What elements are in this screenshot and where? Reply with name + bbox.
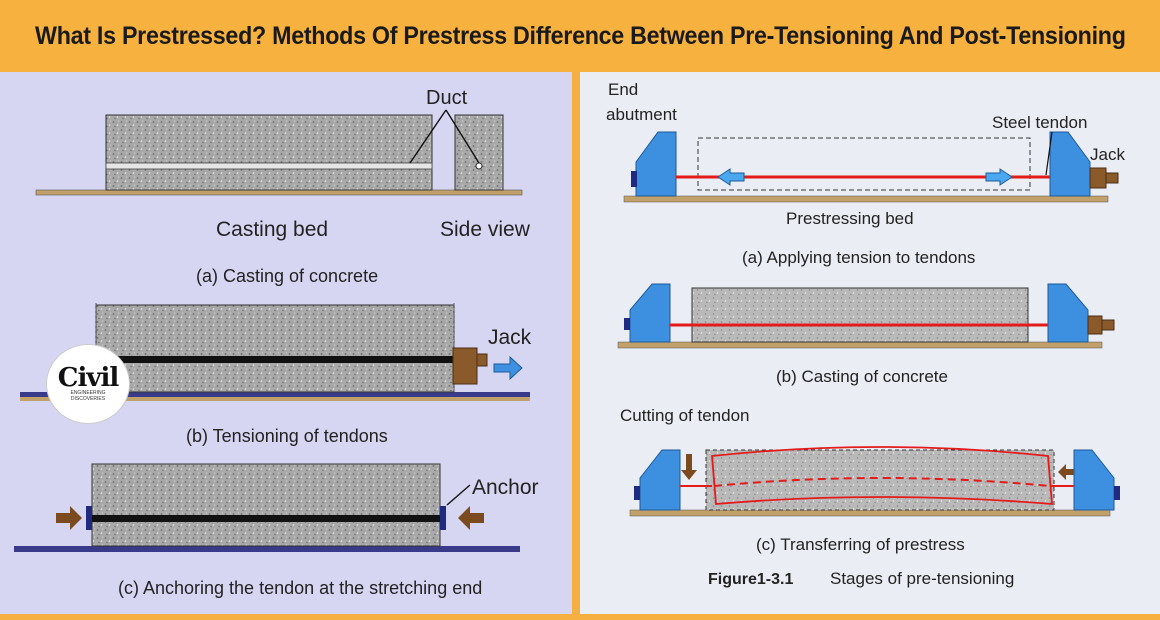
right-diagram-b: (b) Casting of concrete <box>617 283 1115 386</box>
panel-divider <box>572 72 580 614</box>
tendon-c <box>86 515 446 522</box>
figure-title: Stages of pre-tensioning <box>830 569 1014 588</box>
logo-line-2: DISCOVERIES <box>70 396 106 402</box>
bed-b-right <box>617 341 1103 349</box>
abutment-b-right <box>1047 283 1089 343</box>
concrete-beam <box>105 114 433 191</box>
cambered-beam <box>711 446 1053 505</box>
jack-b <box>1087 315 1103 335</box>
left-caption-a: (a) Casting of concrete <box>196 266 378 286</box>
cutting-label: Cutting of tendon <box>620 406 749 425</box>
right-caption-a: (a) Applying tension to tendons <box>742 248 975 267</box>
abutment-b-left <box>629 283 671 343</box>
left-caption-c: (c) Anchoring the tendon at the stretchi… <box>118 578 482 598</box>
end-abutment-left <box>635 131 677 197</box>
side-view-section <box>454 114 504 191</box>
right-caption-b: (b) Casting of concrete <box>776 367 948 386</box>
bed-line-c <box>14 546 520 552</box>
cut-arrow <box>681 454 697 480</box>
logo-line-1: ENGINEERING <box>70 390 106 396</box>
tension-arrow-left <box>717 168 745 186</box>
tension-arrow <box>493 355 523 381</box>
push-arrow-left <box>56 506 82 530</box>
anchor-label: Anchor <box>472 476 539 499</box>
casting-zone-outline <box>697 137 1031 191</box>
abutment-cap-left <box>631 171 637 187</box>
jack-body <box>452 347 478 385</box>
jack-label: Jack <box>488 326 532 349</box>
anchor-pointer <box>446 484 471 506</box>
jack-rod-right <box>1105 172 1119 184</box>
abutment-b-cap <box>624 318 630 330</box>
end-abutment-label-1: End <box>608 80 638 99</box>
figure-number: Figure1-3.1 <box>708 571 793 588</box>
abutment-c-right <box>1073 449 1115 511</box>
duct-pointer-2 <box>445 109 480 164</box>
left-caption-b: (b) Tensioning of tendons <box>186 426 388 446</box>
casting-bed-base <box>35 189 523 196</box>
civil-engineering-logo: Civil ENGINEERING DISCOVERIES <box>46 344 130 424</box>
bottom-border <box>0 614 1160 620</box>
casting-bed-label: Casting bed <box>216 218 328 241</box>
tendon-b <box>96 356 470 363</box>
duct-circle <box>475 162 483 170</box>
end-abutment-right <box>1049 131 1091 197</box>
abutment-c-cap <box>634 486 640 500</box>
jack-b-rod <box>1101 319 1115 331</box>
tendon-pointer <box>1045 131 1053 176</box>
side-view-label: Side view <box>440 218 531 241</box>
transfer-arrow-right <box>1058 464 1074 480</box>
jack-rod <box>476 353 488 367</box>
tendon-c-right <box>713 477 1051 487</box>
right-diagram-c: Cutting of tendon (c) Transferring of pr… <box>620 406 1120 588</box>
title-banner: What Is Prestressed? Methods Of Prestres… <box>0 0 1160 72</box>
steel-tendon-label: Steel tendon <box>992 113 1087 132</box>
push-arrow-right <box>458 506 484 530</box>
anchor-right <box>440 506 446 530</box>
page-title: What Is Prestressed? Methods Of Prestres… <box>34 21 1126 50</box>
bed-line-b <box>20 392 530 397</box>
left-diagram-c: Anchor (c) Anchoring the tendon at the s… <box>14 463 539 598</box>
tension-arrow-right <box>985 168 1013 186</box>
abutment-c-cap-right <box>1114 486 1120 500</box>
bed-c-right <box>629 509 1111 517</box>
concrete-beam-c <box>91 463 441 547</box>
concrete-beam-b <box>95 304 455 393</box>
logo-wordmark: Civil <box>57 363 119 393</box>
end-abutment-label-2: abutment <box>606 105 677 124</box>
right-diagram-a: End abutment Steel tendon Jack Prestress… <box>606 80 1125 267</box>
duct-line <box>105 162 433 170</box>
prestressing-bed <box>623 195 1109 203</box>
abutment-c-left <box>639 449 681 511</box>
left-diagram-a: Duct Casting bed Side view (a) Casting o… <box>35 87 531 286</box>
bed-base-b <box>20 397 530 401</box>
duct-pointer-1 <box>409 109 447 164</box>
anchor-left <box>86 506 92 530</box>
concrete-b-right <box>691 287 1029 343</box>
prestressing-bed-label: Prestressing bed <box>786 209 914 228</box>
jack-label-right: Jack <box>1090 145 1125 164</box>
right-caption-c: (c) Transferring of prestress <box>756 535 965 554</box>
duct-label: Duct <box>426 87 468 109</box>
jack-right <box>1089 167 1107 189</box>
left-diagram-b: Jack (b) Tensioning of tendons <box>20 303 532 446</box>
